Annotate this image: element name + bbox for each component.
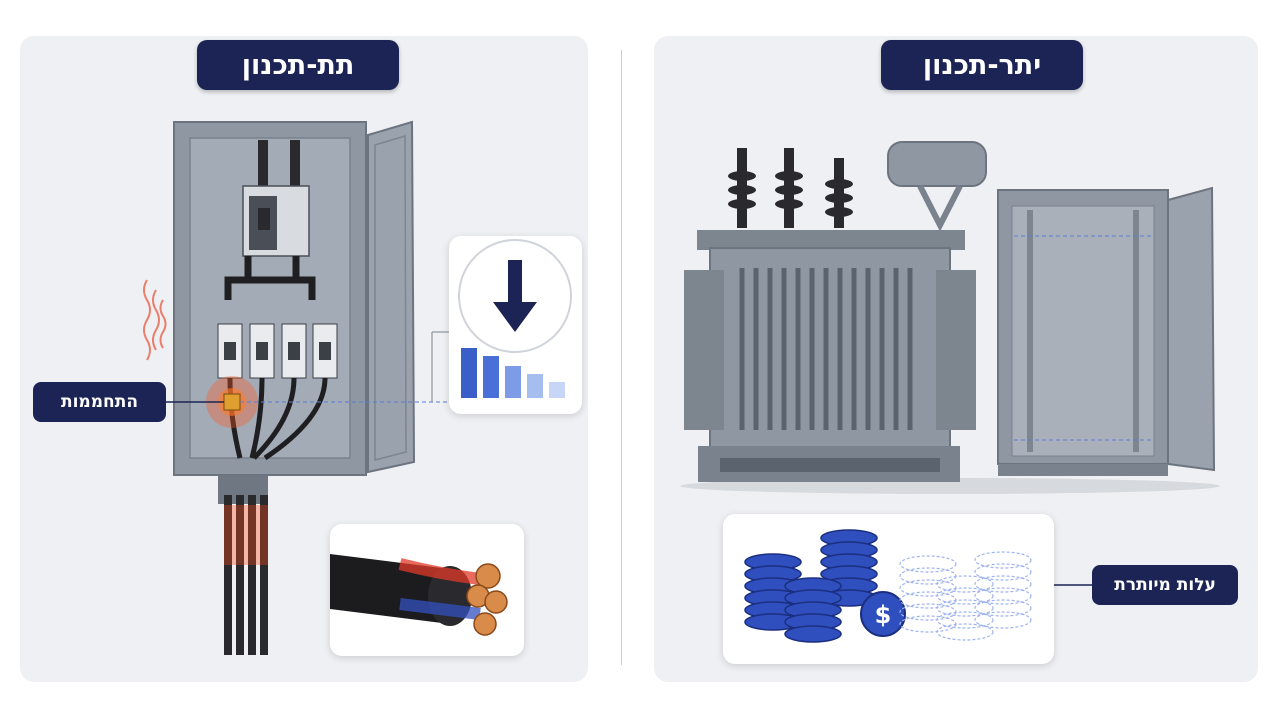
center-divider (621, 50, 622, 665)
empty-cabinet-door (1167, 186, 1216, 472)
cable-cross-section-art (330, 554, 508, 636)
drop-chart-art (458, 239, 572, 398)
over-design-title: יתר-תכנון (881, 40, 1083, 90)
cabinet-interior (189, 137, 351, 459)
voltage-drop-card (449, 236, 582, 414)
excess-cost-card: $ (723, 514, 1054, 664)
under-design-title: תת-תכנון (197, 40, 399, 90)
feeder-cables (218, 474, 268, 655)
excess-cost-label: עלות מיותרת (1092, 565, 1238, 605)
transformer-radiators (739, 268, 913, 430)
cabinet-door (367, 120, 416, 474)
svg-text:$: $ (875, 601, 892, 629)
branch-breakers (217, 323, 338, 379)
heating-label: התחממות (33, 382, 166, 422)
dollar-coin-icon: $ (860, 591, 906, 637)
transformer-body (709, 247, 951, 449)
outline-coin-stacks (899, 551, 1032, 641)
heat-waves-icon (143, 279, 167, 361)
cable-card (330, 524, 524, 656)
coins-art: $ (744, 529, 1032, 643)
empty-cabinet-interior (1011, 205, 1155, 457)
solid-coin-stacks (744, 529, 878, 643)
transformer-bushings (728, 148, 853, 228)
conservator-tank (887, 141, 987, 187)
down-arrow-icon (493, 260, 537, 332)
bar-decline-icon (461, 348, 565, 398)
